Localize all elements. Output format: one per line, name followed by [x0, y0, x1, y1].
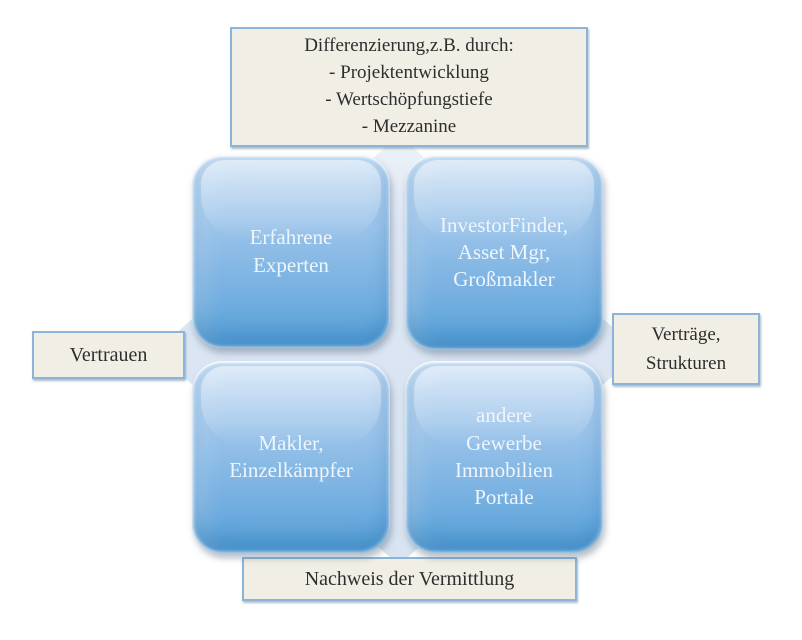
node-line: Makler,	[258, 430, 324, 455]
node-text: InvestorFinder, Asset Mgr, Großmakler	[440, 212, 568, 294]
label-vertrauen: Vertrauen	[32, 331, 185, 379]
label-differenzierung: Differenzierung,z.B. durch: - Projektent…	[230, 27, 588, 147]
node-text: Erfahrene Experten	[250, 224, 333, 279]
label-line: Verträge,	[651, 323, 721, 345]
label-vertraege-strukturen: Verträge, Strukturen	[612, 313, 760, 385]
node-line: Asset Mgr,	[457, 239, 551, 264]
node-line: Portale	[474, 485, 534, 510]
node-line: Erfahrene	[249, 225, 333, 250]
node-line: Experten	[253, 252, 329, 277]
node-line: Gewerbe	[466, 430, 542, 455]
node-line: Großmakler	[453, 267, 555, 292]
node-line: Einzelkämpfer	[229, 458, 353, 482]
node-investorfinder-asset-mgr-grossmakler: InvestorFinder, Asset Mgr, Großmakler	[405, 155, 603, 350]
node-text: Makler, Einzelkämpfer	[229, 430, 353, 485]
node-line: Immobilien	[455, 458, 553, 482]
label-line: Strukturen	[645, 353, 727, 374]
label-line: Vertrauen	[69, 343, 148, 366]
label-line: Nachweis der Vermittlung	[304, 567, 515, 590]
node-makler-einzelkaempfer: Makler, Einzelkämpfer	[192, 361, 390, 553]
node-text: andere Gewerbe Immobilien Portale	[455, 402, 553, 511]
node-line: InvestorFinder,	[439, 212, 569, 237]
label-line: - Mezzanine	[361, 115, 457, 137]
node-line: andere	[476, 403, 532, 428]
label-nachweis-der-vermittlung: Nachweis der Vermittlung	[242, 557, 577, 601]
node-andere-gewerbe-immobilien-portale: andere Gewerbe Immobilien Portale	[405, 361, 603, 553]
label-line: - Projektentwicklung	[329, 62, 489, 84]
label-line: - Wertschöpfungstiefe	[325, 89, 493, 110]
label-line: Differenzierung,z.B. durch:	[304, 35, 514, 57]
node-erfahrene-experten: Erfahrene Experten	[192, 155, 390, 348]
